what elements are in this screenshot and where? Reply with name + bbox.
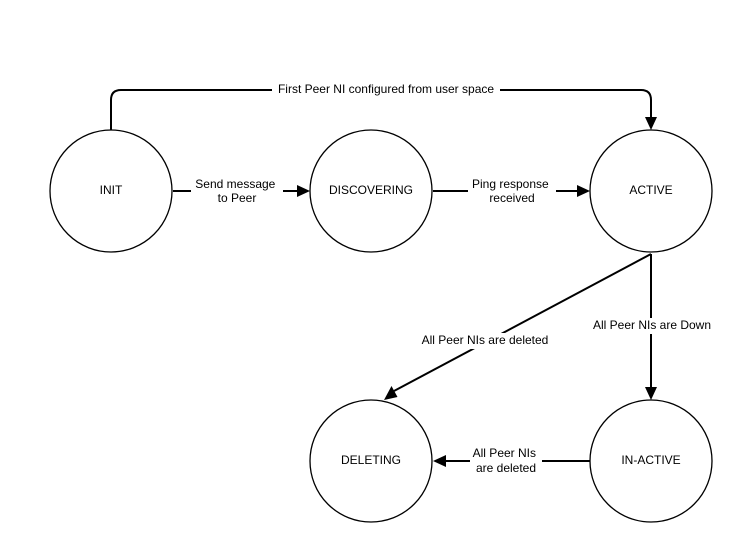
edge-inactive-to-deleting-label: All Peer NIs are deleted [473,446,540,475]
edge-active-to-deleting-label: All Peer NIs are deleted [422,333,549,347]
state-inactive-circle [589,399,713,523]
state-init-circle [49,129,173,253]
edge-active-to-deleting-line [393,253,652,392]
edge-active-to-deleting-arrowhead [384,386,398,400]
state-init-label: INIT [100,183,123,197]
state-init: INIT [49,129,173,253]
edge-discovering-to-active-arrowhead [577,185,590,197]
edge-active-to-inactive: All Peer NIs are Down [589,254,715,400]
edge-init-to-discovering: Send message to Peer [173,177,310,206]
state-discovering: DISCOVERING [309,129,433,253]
edge-init-to-discovering-label: Send message to Peer [195,177,278,205]
state-discovering-label: DISCOVERING [329,183,413,197]
edge-active-to-inactive-label: All Peer NIs are Down [593,318,711,332]
edge-inactive-to-deleting: All Peer NIs are deleted [433,446,590,477]
state-deleting: DELETING [309,399,433,523]
state-inactive-label: IN-ACTIVE [621,453,680,467]
state-active-circle [589,129,713,253]
state-inactive: IN-ACTIVE [589,399,713,523]
edge-init-to-active-arrowhead [645,117,657,130]
edge-discovering-to-active-label: Ping response received [472,177,552,205]
edge-inactive-to-deleting-arrowhead [433,455,446,467]
edge-active-to-inactive-arrowhead [645,387,657,400]
state-active-label: ACTIVE [629,183,672,197]
state-active: ACTIVE [589,129,713,253]
edge-init-to-active-label: First Peer NI configured from user space [278,82,494,96]
state-discovering-circle [309,129,433,253]
edge-init-to-discovering-arrowhead [297,185,310,197]
edge-discovering-to-active: Ping response received [433,177,590,206]
edge-active-to-deleting: All Peer NIs are deleted [384,253,652,400]
edge-init-to-active: First Peer NI configured from user space [110,82,657,130]
state-deleting-label: DELETING [341,453,401,467]
state-deleting-circle [309,399,433,523]
